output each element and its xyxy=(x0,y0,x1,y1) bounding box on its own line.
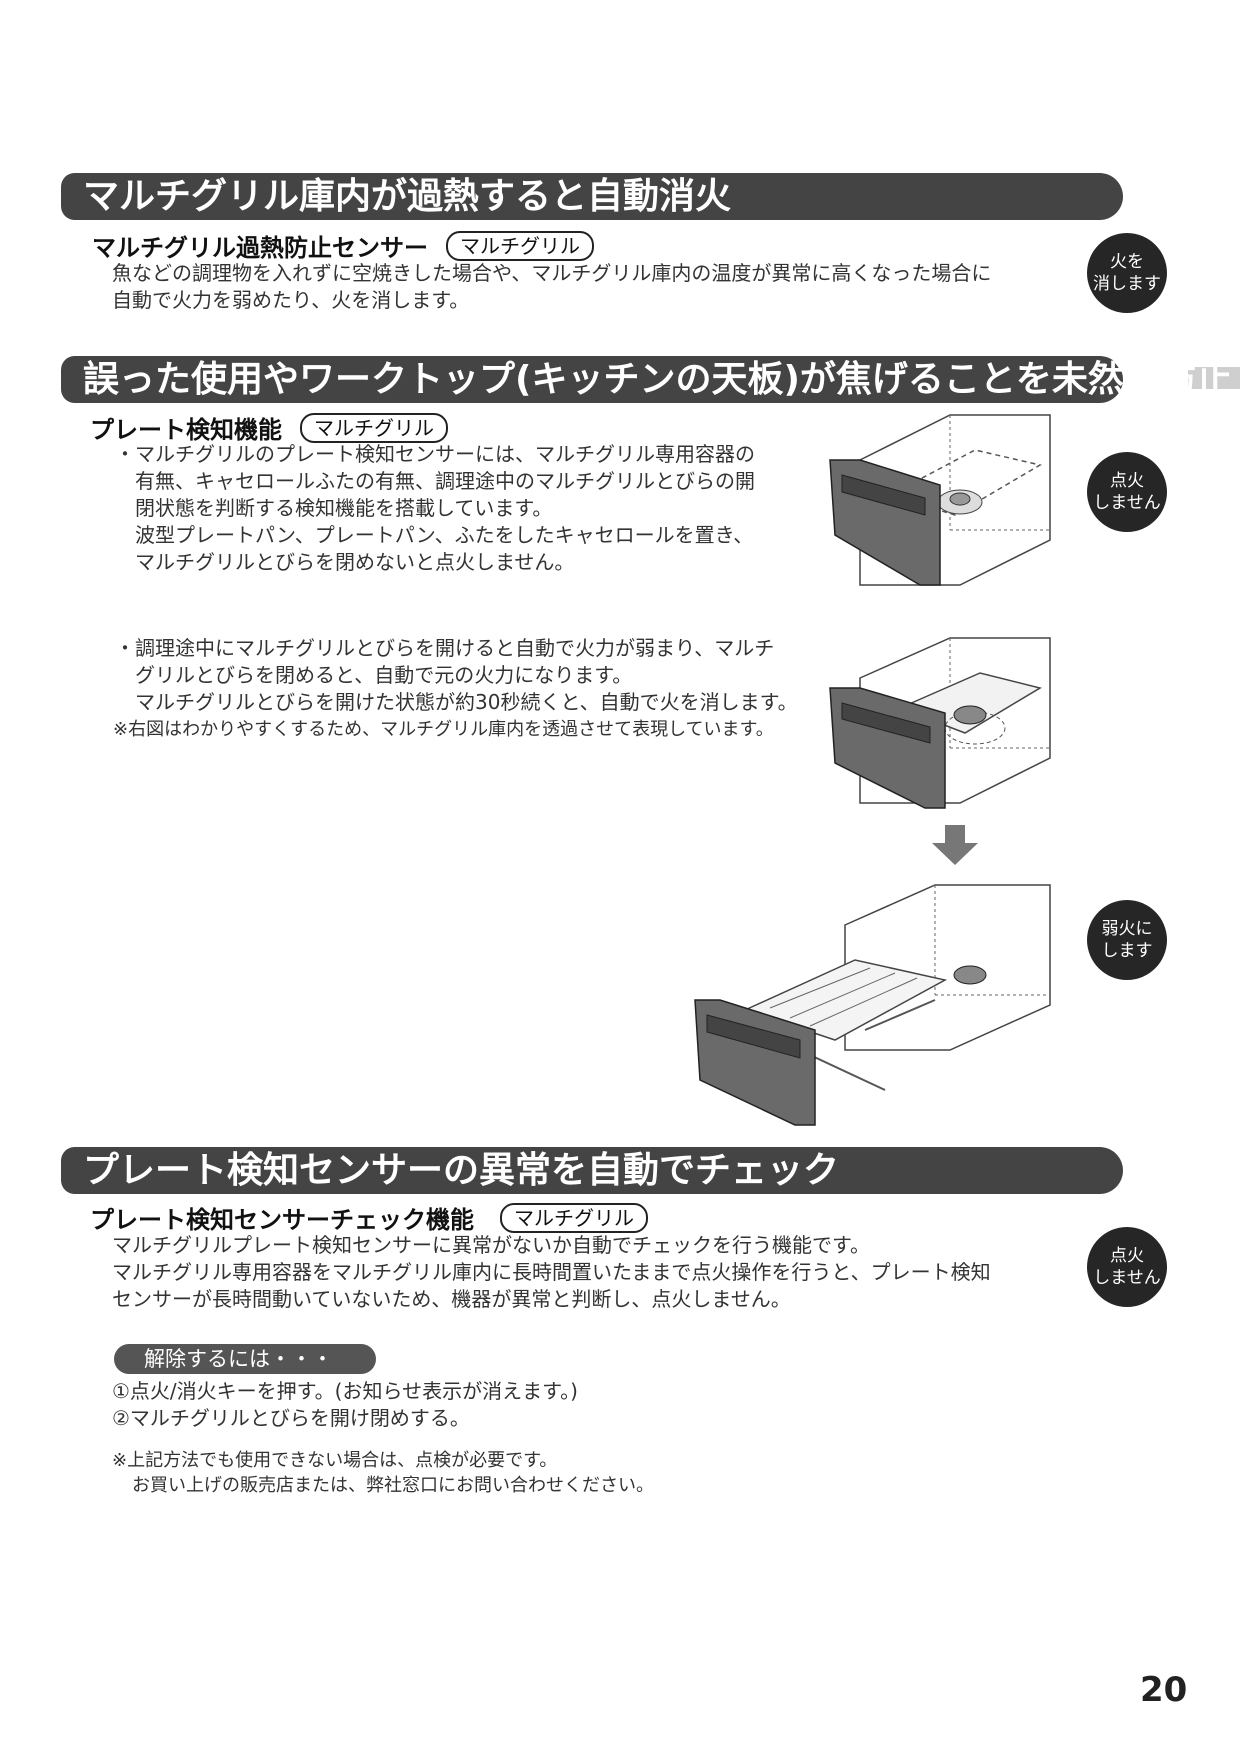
step-item: ①点火/消火キーを押す。(お知らせ表示が消えます。) xyxy=(112,1379,578,1403)
plate-detection-block1: ・マルチグリルのプレート検知センサーには、マルチグリル専用容器の 有無、キャセロ… xyxy=(115,441,755,576)
section-title-sensor-check: プレート検知センサーの異常を自動でチェック xyxy=(61,1147,1123,1194)
text-line: ・マルチグリルのプレート検知センサーには、マルチグリル専用容器の xyxy=(115,442,755,466)
badge-no-ignition: 点火 しません xyxy=(1087,452,1167,532)
subhead-plate-detection: プレート検知機能 マルチグリル xyxy=(90,410,448,445)
multigrill-tag: マルチグリル xyxy=(500,1202,648,1233)
badge-line: 弱火に xyxy=(1101,919,1153,939)
badge-line: 点火 xyxy=(1110,1246,1144,1266)
transparency-note: ※右図はわかりやすくするため、マルチグリル庫内を透過させて表現しています。 xyxy=(113,719,774,740)
text-line: 魚などの調理物を入れずに空焼きした場合や、マルチグリル庫内の温度が異常に高くなっ… xyxy=(112,261,992,285)
subhead-text: プレート検知センサーチェック機能 xyxy=(90,1206,474,1234)
badge-line: 点火 xyxy=(1110,471,1144,491)
release-label: 解除するには・・・ xyxy=(114,1344,376,1374)
grill-door-opening-illustration xyxy=(829,637,1051,809)
step-item: ②マルチグリルとびらを開け閉めする。 xyxy=(112,1406,470,1430)
text-line: グリルとびらを閉めると、自動で元の火力になります。 xyxy=(135,663,633,687)
badge-no-ignition-check: 点火 しません xyxy=(1087,1227,1167,1307)
plate-detection-block2: ・調理途中にマルチグリルとびらを開けると自動で火力が弱まり、マルチ グリルとびら… xyxy=(113,635,798,743)
text-line: マルチグリルとびらを開けた状態が約30秒続くと、自動で火を消します。 xyxy=(135,690,798,714)
badge-line: しません xyxy=(1093,1268,1161,1288)
grill-closed-illustration xyxy=(829,414,1051,586)
subhead-overheat-sensor: マルチグリル過熱防止センサー マルチグリル xyxy=(92,228,594,263)
text-line: マルチグリルとびらを閉めないと点火しません。 xyxy=(135,550,575,574)
release-steps: ①点火/消火キーを押す。(お知らせ表示が消えます。) ②マルチグリルとびらを開け… xyxy=(112,1378,578,1432)
text-line: ・調理途中にマルチグリルとびらを開けると自動で火力が弱まり、マルチ xyxy=(115,636,775,660)
subhead-text: マルチグリル過熱防止センサー xyxy=(92,234,428,262)
text-line: マルチグリル専用容器をマルチグリル庫内に長時間置いたままで点火操作を行うと、プレ… xyxy=(112,1260,991,1284)
badge-extinguish: 火を 消します xyxy=(1087,233,1167,313)
text-line: 波型プレートパン、プレートパン、ふたをしたキャセロールを置き、 xyxy=(135,523,754,547)
badge-line: 消します xyxy=(1093,274,1161,294)
text-line: 自動で火力を弱めたり、火を消します。 xyxy=(112,288,470,312)
page-number: 20 xyxy=(1140,1670,1188,1710)
badge-low-flame: 弱火に します xyxy=(1087,900,1167,980)
down-arrow-icon xyxy=(932,825,978,865)
badge-line: します xyxy=(1101,941,1153,961)
text-line: マルチグリルプレート検知センサーに異常がないか自動でチェックを行う機能です。 xyxy=(112,1233,870,1257)
section-title-overheat: マルチグリル庫内が過熱すると自動消火 xyxy=(61,173,1123,220)
note-line: お買い上げの販売店または、弊社窓口にお問い合わせください。 xyxy=(132,1475,654,1496)
multigrill-tag: マルチグリル xyxy=(300,412,448,443)
multigrill-tag: マルチグリル xyxy=(446,230,594,261)
text-line: センサーが長時間動いていないため、機器が異常と判断し、点火しません。 xyxy=(112,1287,791,1311)
service-notes: ※上記方法でも使用できない場合は、点検が必要です。 お買い上げの販売店または、弊… xyxy=(112,1448,654,1498)
side-index-tab xyxy=(1188,367,1240,389)
section-title-misuse-prevention: 誤った使用やワークトップ(キッチンの天板)が焦げることを未然に防止 xyxy=(61,356,1232,403)
overheat-description: 魚などの調理物を入れずに空焼きした場合や、マルチグリル庫内の温度が異常に高くなっ… xyxy=(112,260,991,314)
subhead-text: プレート検知機能 xyxy=(90,416,282,444)
text-line: 有無、キャセロールふたの有無、調理途中のマルチグリルとびらの開 xyxy=(135,469,755,493)
grill-drawer-open-illustration xyxy=(694,884,1051,1126)
badge-line: 火を xyxy=(1110,252,1144,272)
subhead-sensor-check: プレート検知センサーチェック機能 マルチグリル xyxy=(90,1200,648,1235)
sensor-check-description: マルチグリルプレート検知センサーに異常がないか自動でチェックを行う機能です。 マ… xyxy=(112,1232,991,1313)
text-line: 閉状態を判断する検知機能を搭載しています。 xyxy=(135,496,553,520)
note-line: ※上記方法でも使用できない場合は、点検が必要です。 xyxy=(112,1450,558,1471)
badge-line: しません xyxy=(1093,493,1161,513)
